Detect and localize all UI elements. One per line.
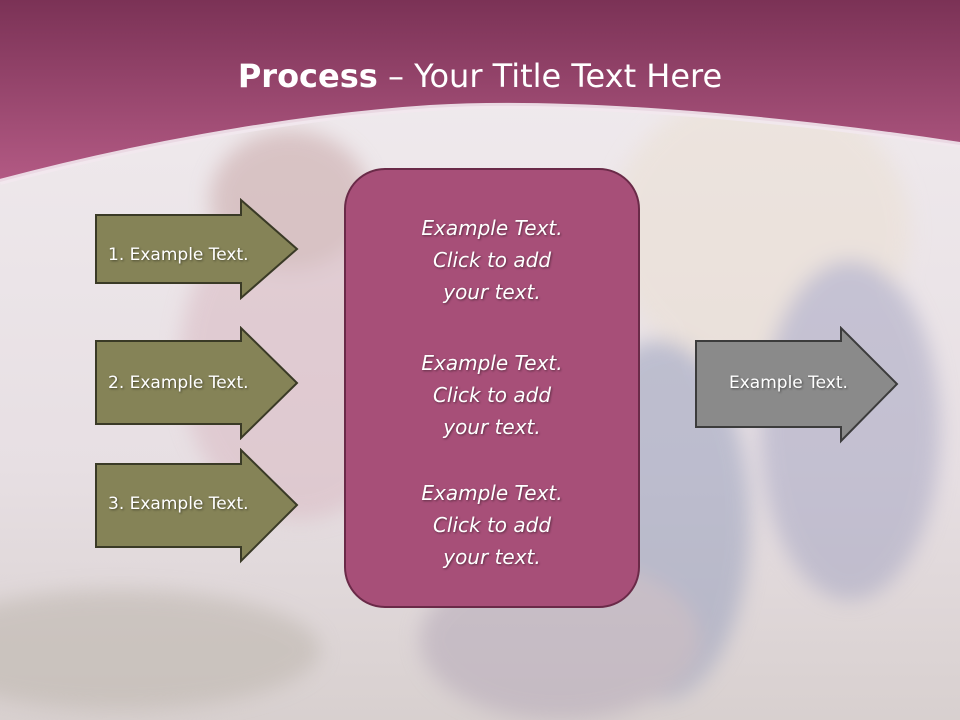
step-arrow-3[interactable] — [94, 448, 300, 564]
title-dash: – — [377, 57, 415, 95]
title-rest: Your Title Text Here — [414, 57, 723, 95]
step-arrow-2[interactable] — [94, 326, 300, 440]
step-label-1: 1. Example Text. — [108, 245, 249, 265]
center-item-3-line1: Example Text. — [421, 481, 563, 505]
center-item-2-line3: your text. — [443, 415, 541, 439]
step-label-3: 3. Example Text. — [108, 494, 249, 514]
center-item-2: Example Text. Click to add your text. — [344, 347, 640, 443]
center-box[interactable] — [344, 168, 640, 608]
center-item-1-line2: Click to add — [432, 248, 552, 272]
center-item-1-line1: Example Text. — [421, 216, 563, 240]
center-item-1: Example Text. Click to add your text. — [344, 212, 640, 308]
step-label-2: 2. Example Text. — [108, 373, 249, 393]
result-label: Example Text. — [729, 373, 848, 393]
slide-title: Process – Your Title Text Here — [0, 56, 960, 96]
center-item-3: Example Text. Click to add your text. — [344, 477, 640, 573]
center-item-3-line3: your text. — [443, 545, 541, 569]
step-arrow-1[interactable] — [94, 198, 300, 300]
center-item-2-line1: Example Text. — [421, 351, 563, 375]
center-item-2-line2: Click to add — [432, 383, 552, 407]
result-arrow[interactable] — [694, 326, 900, 444]
center-item-1-line3: your text. — [443, 280, 541, 304]
center-item-3-line2: Click to add — [432, 513, 552, 537]
title-bold: Process — [237, 57, 378, 95]
